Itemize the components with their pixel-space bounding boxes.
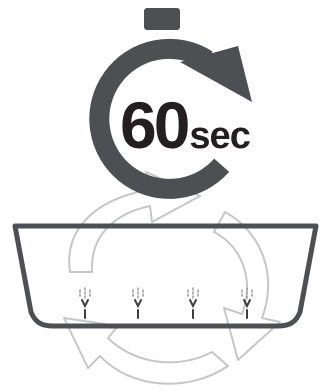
bath-tub-icon [15, 226, 316, 326]
bubble-jet-icon [80, 288, 90, 318]
timer-label: 60sec [120, 88, 251, 162]
circular-arrows-icon [64, 172, 280, 384]
timer-value: 60 [120, 88, 188, 162]
circulation-arrow-right [214, 212, 280, 360]
stopwatch-crown [144, 8, 180, 30]
bubble-jet-icon [188, 288, 198, 318]
timer-unit: sec [189, 115, 250, 157]
bubble-jet-icon [133, 288, 143, 318]
